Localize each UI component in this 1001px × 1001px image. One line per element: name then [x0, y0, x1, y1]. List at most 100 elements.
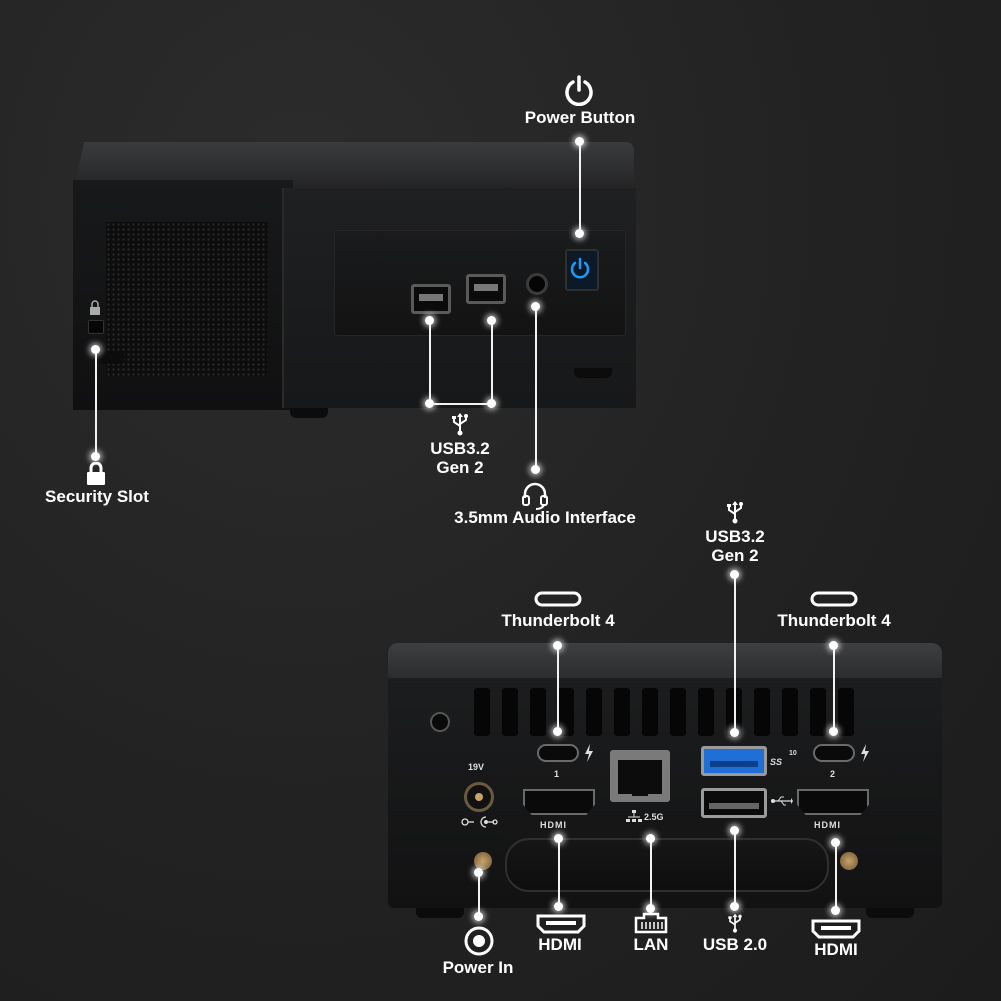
vent-slot: [586, 688, 602, 736]
security-slot-hole: [88, 320, 104, 334]
security-callout-line: [95, 350, 97, 458]
usb-rear-label-line2: Gen 2: [711, 546, 759, 565]
usb20-callout-line: [734, 830, 736, 908]
lan-speed-text: 2.5G: [644, 812, 664, 822]
security-slot-label: Security Slot: [45, 487, 149, 506]
callout-dot: [425, 316, 434, 325]
callout-dot: [831, 906, 840, 915]
vent-slot: [782, 688, 798, 736]
callout-dot: [91, 345, 100, 354]
front-foot-left: [290, 408, 328, 418]
rear-foot-left: [416, 908, 464, 918]
thunderbolt-port-2: [813, 744, 855, 762]
usb-front-label-line1: USB3.2: [430, 439, 490, 458]
lan-callout-line: [650, 838, 652, 908]
lock-icon: [87, 462, 105, 485]
callout-dot: [487, 399, 496, 408]
lock-icon-small: [90, 300, 100, 315]
power-button-label: Power Button: [524, 108, 636, 127]
callout-dot: [425, 399, 434, 408]
front-foot-back: [98, 352, 124, 364]
thunderbolt-port-1: [537, 744, 579, 762]
hdmi-left-label: HDMI: [538, 935, 582, 954]
headset-icon: [522, 482, 548, 510]
rear-screw-right: [840, 852, 858, 870]
usb-rear-label-line1: USB3.2: [705, 527, 765, 546]
callout-dot: [730, 570, 739, 579]
side-vent-mesh: [106, 222, 268, 376]
callout-dot: [487, 316, 496, 325]
usb-front-line-left: [429, 320, 431, 404]
callout-dot: [829, 641, 838, 650]
hdmi-connector-icon: [536, 914, 586, 934]
vent-slot: [558, 688, 574, 736]
callout-dot: [730, 902, 739, 911]
usb3-blue-port: [701, 746, 767, 776]
front-foot-right: [574, 368, 612, 378]
usb-icon: [452, 413, 468, 436]
vent-slot: [502, 688, 518, 736]
dc-jack-icon: [464, 926, 494, 956]
thunderbolt-connector-icon: [534, 591, 582, 607]
hdmi-right-label: HDMI: [814, 940, 858, 959]
vent-slot: [698, 688, 714, 736]
callout-dot: [531, 465, 540, 474]
callout-dot: [474, 868, 483, 877]
callout-dot: [553, 727, 562, 736]
usb20-label: USB 2.0: [702, 935, 768, 954]
dc-voltage-text: 19V: [468, 762, 485, 772]
power-in-callout-line: [478, 872, 480, 918]
vent-slot: [754, 688, 770, 736]
rear-foot-right: [866, 908, 914, 918]
tb-left-callout-line: [557, 645, 559, 731]
power-callout-line: [579, 141, 581, 233]
vent-slot: [474, 688, 490, 736]
hdmi-port-left: [523, 789, 595, 815]
callout-dot: [646, 834, 655, 843]
lan-connector-icon: [634, 912, 668, 934]
callout-dot: [554, 902, 563, 911]
usb-front-label-line2: Gen 2: [436, 458, 484, 477]
hdmi-connector-icon: [811, 919, 861, 939]
callout-dot: [646, 904, 655, 913]
vent-slot: [642, 688, 658, 736]
audio-callout-line: [535, 307, 537, 469]
callout-dot: [730, 728, 739, 737]
thunderbolt-bolt-icon: [585, 744, 593, 762]
vent-slot: [838, 688, 854, 736]
usb-front-line-right: [491, 320, 493, 404]
hdmi-port-right: [797, 789, 869, 815]
callout-dot: [831, 838, 840, 847]
vent-slot: [810, 688, 826, 736]
network-icon: [626, 810, 642, 822]
usb-front-line-bottom: [429, 403, 493, 405]
dc-jack: [464, 782, 494, 812]
audio-jack: [526, 273, 548, 295]
callout-dot: [474, 912, 483, 921]
usb-trident-small-icon: [771, 796, 793, 806]
front-usb-port-1: [411, 284, 451, 314]
front-usb-port-2: [466, 274, 506, 304]
usb2-port: [701, 788, 767, 818]
usb-icon: [727, 501, 743, 524]
callout-dot: [531, 302, 540, 311]
thunderbolt-right-label: Thunderbolt 4: [777, 611, 891, 630]
lan-label: LAN: [633, 935, 669, 954]
tb-right-callout-line: [833, 645, 835, 731]
thunderbolt-bolt-icon: [861, 744, 869, 762]
thunderbolt-connector-icon: [810, 591, 858, 607]
power-button: [565, 249, 599, 291]
callout-dot: [730, 826, 739, 835]
lan-port: [610, 750, 670, 802]
rear-cover-plate: [505, 838, 829, 892]
dc-polarity-icon: [461, 816, 498, 828]
usb-ss-mark: SS: [770, 757, 783, 767]
vent-slot: [614, 688, 630, 736]
power-in-label: Power In: [442, 958, 514, 977]
tb-port-number-2: 2: [830, 769, 836, 779]
callout-dot: [553, 641, 562, 650]
callout-dot: [554, 834, 563, 843]
power-led-icon: [570, 257, 590, 279]
hdmi-print-left: HDMI: [540, 820, 567, 830]
tb-port-number-1: 1: [554, 769, 560, 779]
